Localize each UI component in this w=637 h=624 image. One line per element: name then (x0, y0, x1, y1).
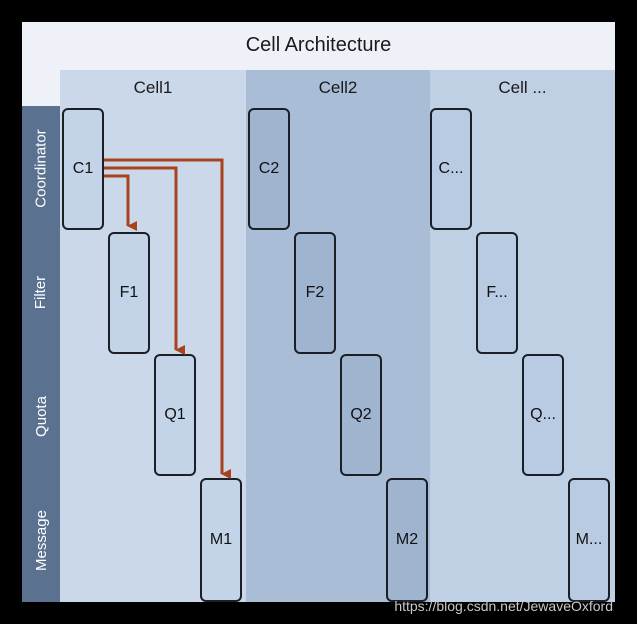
cell-column-label: Cell1 (133, 78, 173, 97)
arrow-c1-to-q1 (104, 166, 185, 355)
message-box-m2: M2 (386, 478, 428, 602)
cell-column-label: Cell2 (318, 78, 358, 97)
diagram-title: Cell Architecture (245, 34, 392, 56)
row-label-band (22, 106, 60, 602)
quota-box-q1: Q1 (154, 354, 196, 476)
filter-box-f-more: F... (476, 232, 518, 354)
cell-column-label: Cell ... (498, 78, 547, 97)
coordinator-box-c2: C2 (248, 108, 290, 230)
coordinator-box-c1: C1 (62, 108, 104, 230)
filter-box-f1: F1 (108, 232, 150, 354)
coordinator-box-c-more: C... (430, 108, 472, 230)
arrow-c1-to-m1 (104, 158, 231, 479)
message-box-m-more: M... (568, 478, 610, 602)
filter-box-f2: F2 (294, 232, 336, 354)
source-watermark: https://blog.csdn.net/JewaveOxford (394, 598, 613, 614)
quota-box-q-more: Q... (522, 354, 564, 476)
arrow-c1-to-f1 (104, 174, 137, 231)
quota-box-q2: Q2 (340, 354, 382, 476)
message-box-m1: M1 (200, 478, 242, 602)
